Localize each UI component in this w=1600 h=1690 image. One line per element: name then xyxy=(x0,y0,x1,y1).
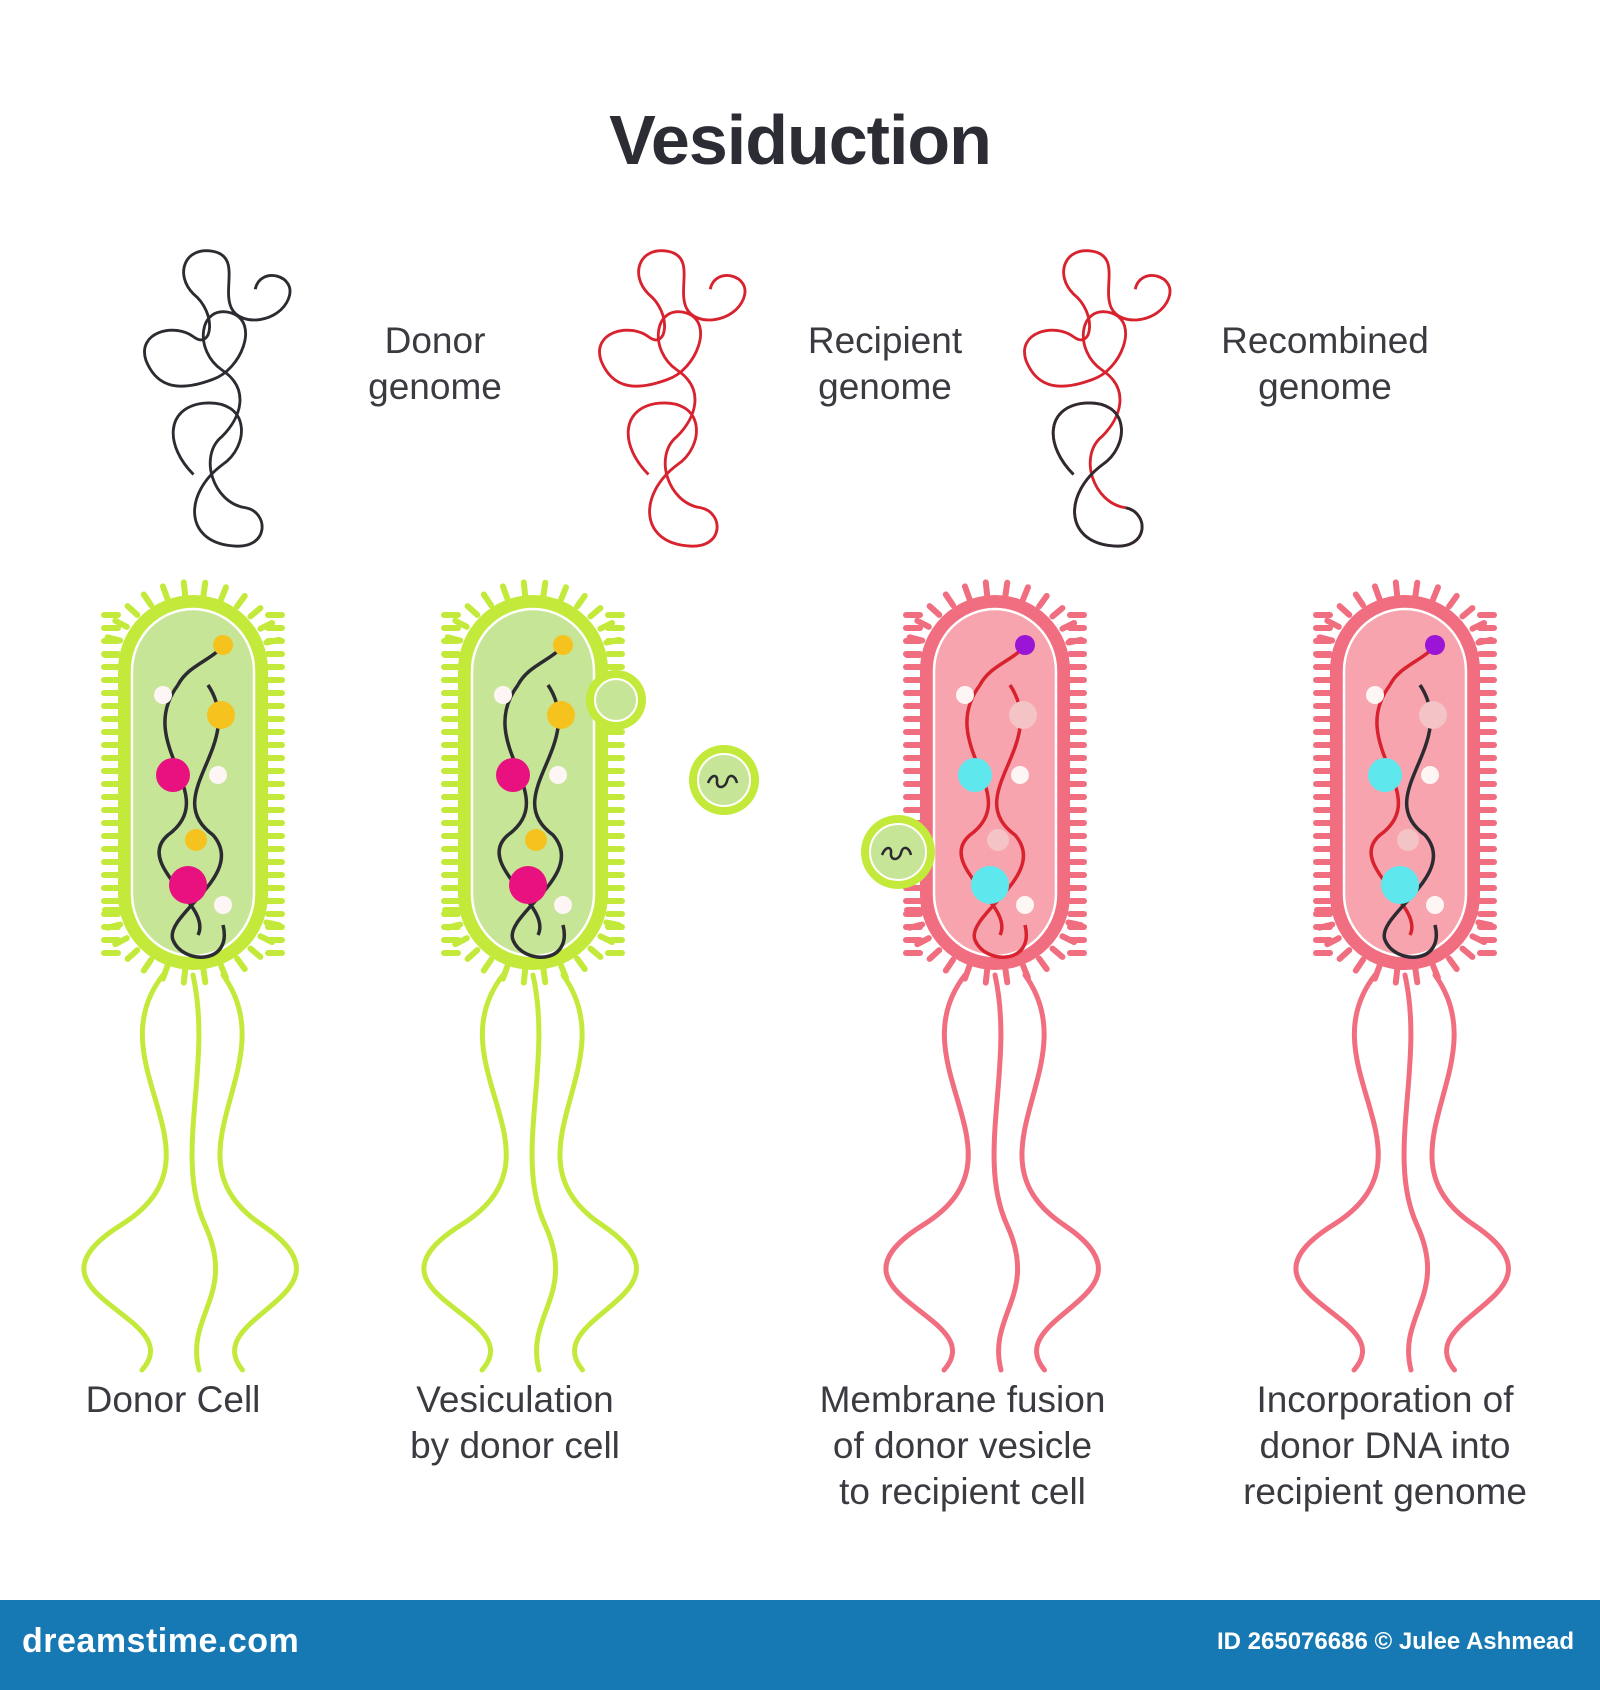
bacterium-cell-2 xyxy=(421,579,646,1373)
fusing-vesicle xyxy=(861,815,935,889)
flagella xyxy=(1293,972,1511,1373)
chromosome xyxy=(956,635,1037,959)
flagella xyxy=(81,972,299,1373)
legend-genome-recipient xyxy=(598,249,747,548)
legend-label-recipient-genome: Recipient genome xyxy=(807,320,963,407)
stage-label-membrane-fusion: Membrane fusion of donor vesicle to reci… xyxy=(819,1379,1106,1512)
bacterium-cell-1 xyxy=(81,579,299,1373)
pili xyxy=(903,579,1087,986)
bacterium-cell-4 xyxy=(1293,579,1511,1373)
legend-label-recombined-genome: Recombined genome xyxy=(1221,320,1429,407)
chromosome xyxy=(154,635,235,959)
brand-logo-text[interactable]: dreamstime.com xyxy=(22,1622,300,1660)
legend-label-donor-genome: Donor genome xyxy=(368,320,502,407)
stage-label-donor-cell: Donor Cell xyxy=(85,1379,261,1420)
chromosome xyxy=(1366,635,1447,959)
pili xyxy=(101,579,285,986)
footer-bar: dreamstime.com ID 265076686 © Julee Ashm… xyxy=(0,1600,1600,1690)
donor-vesicle xyxy=(689,745,759,815)
legend-genome-recombined xyxy=(1023,249,1172,548)
vesiduction-diagram xyxy=(81,249,1511,1373)
flagella xyxy=(883,972,1101,1373)
vesicle-dna-icon xyxy=(880,846,913,861)
flagella xyxy=(421,972,639,1373)
image-credit: ID 265076686 © Julee Ashmead xyxy=(1217,1628,1574,1655)
diagram-title: Vesiduction xyxy=(609,101,992,179)
stage-label-vesiculation: Vesiculation by donor cell xyxy=(410,1379,620,1466)
legend-genome-donor xyxy=(143,249,292,548)
pili xyxy=(1313,579,1497,986)
chromosome xyxy=(494,635,575,959)
bacterium-cell-3 xyxy=(883,579,1101,1373)
stage-label-incorporation: Incorporation of donor DNA into recipien… xyxy=(1243,1379,1527,1512)
vesicle-dna-icon xyxy=(706,774,739,789)
